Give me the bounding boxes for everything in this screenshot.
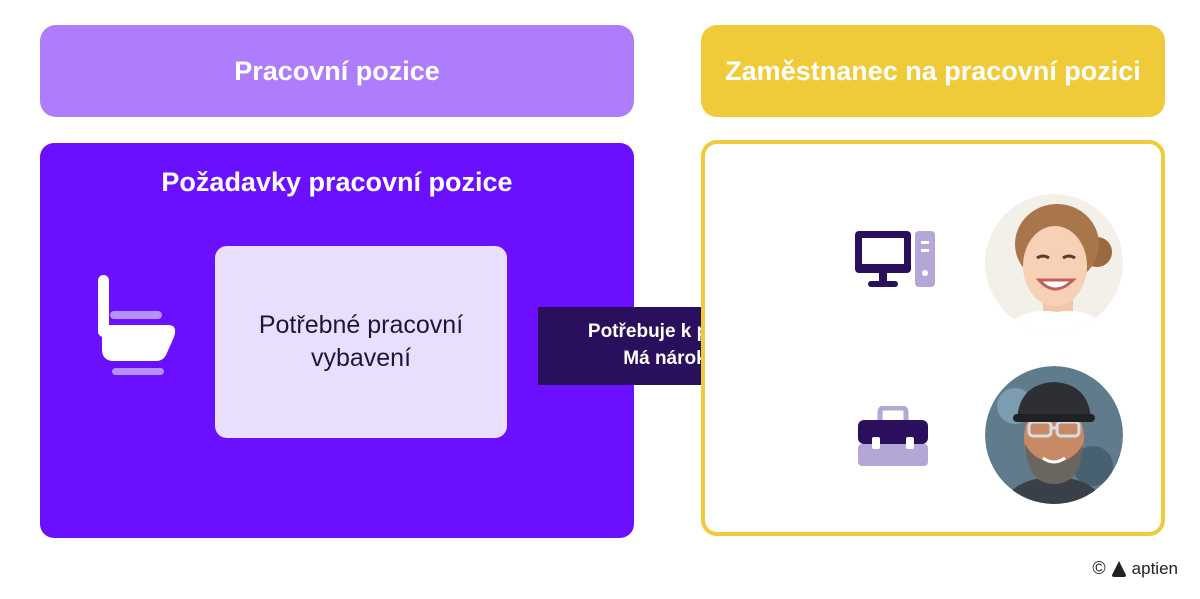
position-header-label: Pracovní pozice (234, 56, 440, 87)
copyright-symbol: © (1092, 558, 1105, 579)
computer-icon (855, 231, 937, 291)
equipment-line-2: vybavení (259, 342, 463, 375)
brand-watermark: © aptien (1092, 558, 1178, 579)
position-header: Pracovní pozice (40, 25, 634, 117)
avatar-man (985, 366, 1123, 504)
avatar-woman (985, 194, 1123, 332)
chair-icon (88, 275, 180, 375)
equipment-box: Potřebné pracovní vybavení (215, 246, 507, 438)
brand-name: aptien (1132, 559, 1178, 579)
employee-panel (701, 140, 1165, 536)
requirements-title: Požadavky pracovní pozice (40, 167, 634, 198)
employee-header: Zaměstnanec na pracovní pozici (701, 25, 1165, 117)
employee-header-label: Zaměstnanec na pracovní pozici (725, 56, 1141, 87)
equipment-line-1: Potřebné pracovní (259, 309, 463, 342)
brand-logo-icon (1112, 561, 1126, 577)
toolbox-icon (858, 406, 928, 466)
